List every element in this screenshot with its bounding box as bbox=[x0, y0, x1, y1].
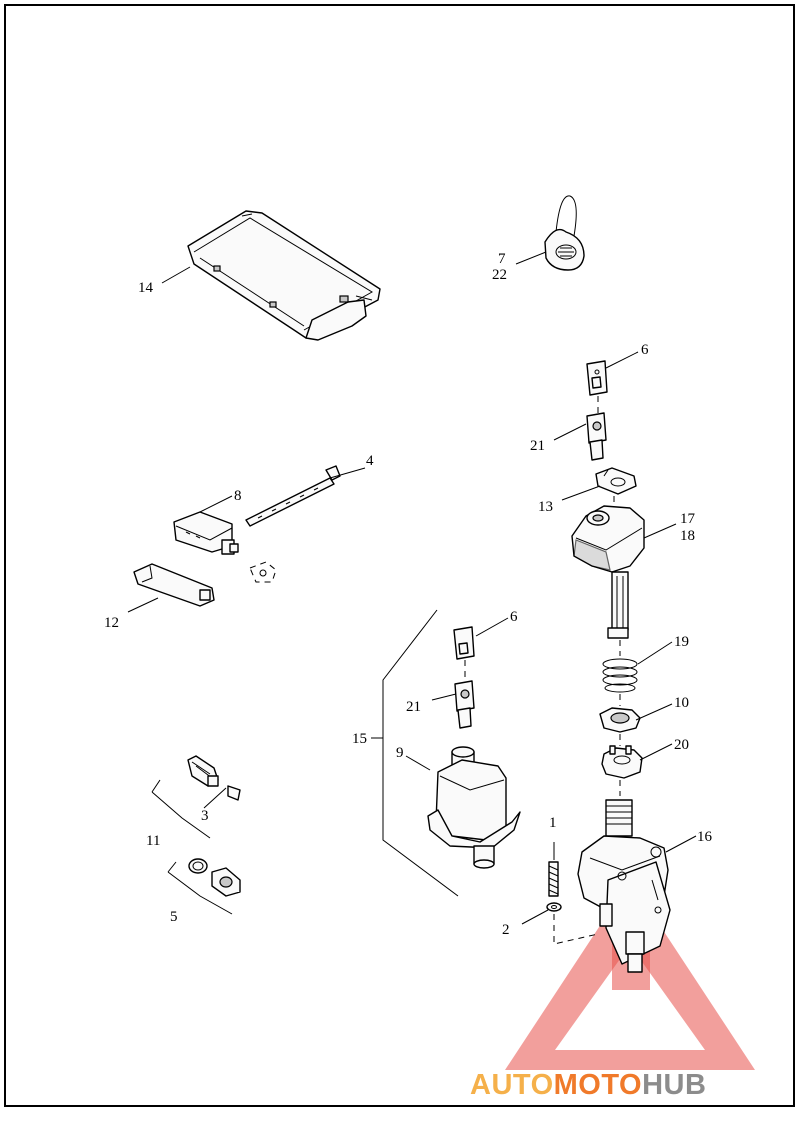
callout-7: 7 bbox=[498, 251, 506, 267]
callout-22: 22 bbox=[492, 267, 507, 283]
lock-plate-part-13 bbox=[595, 467, 637, 495]
connector-part-8 bbox=[173, 511, 239, 555]
callout-12: 12 bbox=[104, 615, 119, 631]
watermark-logo: AUTOMOTOHUB bbox=[470, 1069, 706, 1101]
spring-part-19 bbox=[602, 658, 638, 693]
callout-6-top: 6 bbox=[641, 342, 649, 358]
key-part-21-top bbox=[586, 412, 607, 461]
ignition-switch-part-16 bbox=[577, 799, 671, 973]
connector-detail-part bbox=[249, 561, 277, 583]
washer-part-2 bbox=[546, 902, 562, 912]
bracket-part-15 bbox=[382, 609, 459, 897]
callout-15: 15 bbox=[352, 731, 367, 747]
callout-16: 16 bbox=[697, 829, 713, 845]
retainer-part-20 bbox=[601, 745, 643, 779]
bracket-part-11 bbox=[151, 779, 211, 839]
watermark-moto: MOTO bbox=[554, 1069, 642, 1101]
callout-20: 20 bbox=[674, 737, 689, 753]
assembly-line-screw bbox=[553, 914, 599, 945]
key-part-21-middle bbox=[454, 680, 475, 729]
callout-21-top: 21 bbox=[530, 438, 545, 454]
sensor-part-11 bbox=[187, 755, 241, 801]
callout-10: 10 bbox=[674, 695, 689, 711]
callout-5: 5 bbox=[170, 909, 178, 925]
lock-cylinder-part-9 bbox=[427, 746, 521, 869]
key-blank-part-6-middle bbox=[453, 626, 475, 660]
callout-17: 17 bbox=[680, 511, 696, 527]
callout-4: 4 bbox=[366, 453, 374, 469]
key-fob-part-7 bbox=[544, 195, 585, 271]
switch-cover-part-17 bbox=[571, 505, 645, 639]
callout-11: 11 bbox=[146, 833, 160, 849]
bracket-part-5 bbox=[167, 861, 233, 915]
callout-21-middle: 21 bbox=[406, 699, 421, 715]
callout-19: 19 bbox=[674, 634, 689, 650]
callout-9: 9 bbox=[396, 745, 404, 761]
connector-lock-part-12 bbox=[133, 563, 215, 607]
callout-13: 13 bbox=[538, 499, 553, 515]
key-blank-part-6-top bbox=[586, 360, 608, 396]
module-box-part-14 bbox=[187, 210, 381, 341]
watermark-auto: AUTO bbox=[470, 1069, 554, 1101]
callout-1: 1 bbox=[549, 815, 557, 831]
watermark-hub: HUB bbox=[642, 1069, 706, 1101]
nut-part-10 bbox=[599, 707, 641, 733]
callout-2: 2 bbox=[502, 922, 510, 938]
plug-part-5 bbox=[188, 858, 241, 897]
cable-strap-part-4 bbox=[245, 465, 341, 527]
leader-lines bbox=[127, 251, 697, 925]
diagram-frame bbox=[4, 4, 795, 1107]
callout-6-middle: 6 bbox=[510, 609, 518, 625]
callout-3: 3 bbox=[201, 808, 209, 824]
callout-8: 8 bbox=[234, 488, 242, 504]
callout-14: 14 bbox=[138, 280, 154, 296]
callout-18: 18 bbox=[680, 528, 695, 544]
screw-part-1 bbox=[548, 861, 559, 897]
callout-labels: 1 2 3 4 5 6 6 7 8 9 10 11 12 13 14 15 16… bbox=[104, 251, 713, 938]
